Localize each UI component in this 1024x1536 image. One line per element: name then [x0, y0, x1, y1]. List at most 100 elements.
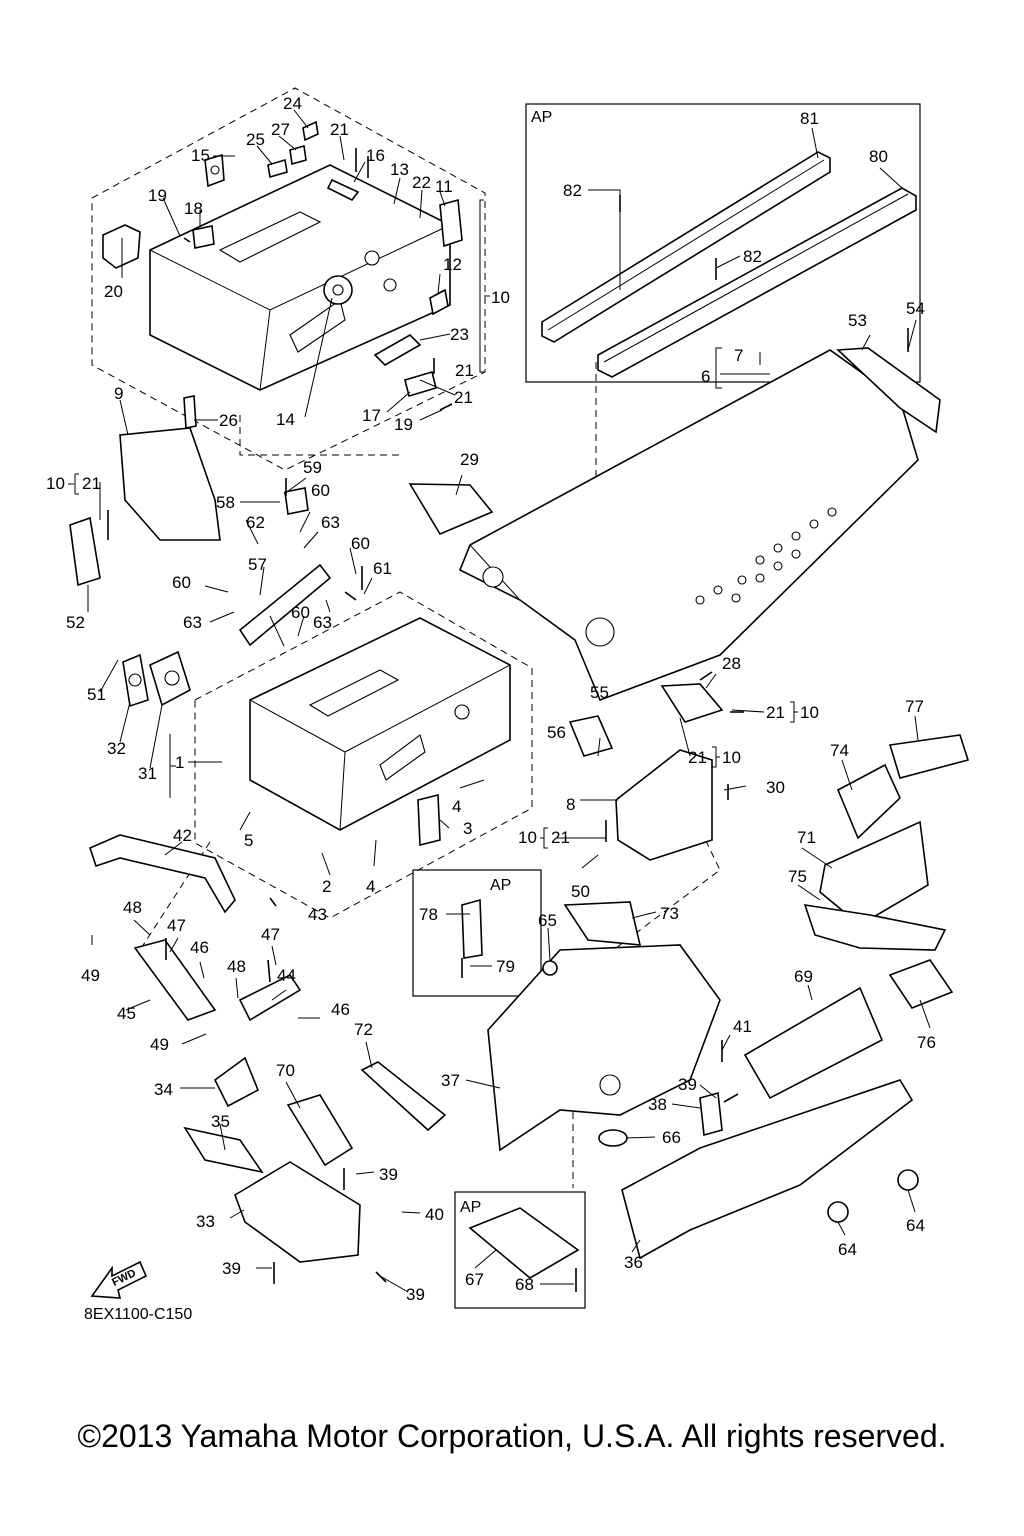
bracket-26 — [183, 395, 197, 429]
callout-65: 65 — [538, 911, 557, 930]
callout-26: 26 — [219, 411, 238, 430]
callout-24: 24 — [283, 94, 302, 113]
callout-29: 29 — [460, 450, 479, 469]
upper-frame-outline — [91, 87, 486, 471]
callout-9: 9 — [114, 384, 123, 403]
grommet-66 — [598, 1129, 628, 1147]
callout-48a: 48 — [123, 898, 142, 917]
clip-25 — [267, 158, 288, 179]
frame-to-tunnel-leader — [239, 415, 400, 456]
tunnel-6 — [458, 349, 919, 702]
callout-44: 44 — [277, 966, 296, 985]
callout-77: 77 — [905, 697, 924, 716]
callout-71: 71 — [797, 828, 816, 847]
callout-74: 74 — [830, 741, 849, 760]
callout-76: 76 — [917, 1033, 936, 1052]
callout-60b: 60 — [351, 534, 370, 553]
callout-21e: 21 — [766, 703, 785, 722]
callout-27: 27 — [271, 120, 290, 139]
callout-28: 28 — [722, 654, 741, 673]
plate-12 — [429, 288, 449, 316]
plate-9 — [119, 427, 221, 541]
callout-39c: 39 — [222, 1259, 241, 1278]
ap-box-skid — [454, 1191, 586, 1309]
callout-10e: 10 — [518, 828, 537, 847]
callout-46a: 46 — [190, 938, 209, 957]
callout-66: 66 — [662, 1128, 681, 1147]
hub-14 — [323, 275, 353, 305]
bumper-42 — [89, 834, 236, 914]
callout-22: 22 — [412, 173, 431, 192]
seal-32 — [122, 653, 149, 708]
callout-11: 11 — [435, 177, 453, 196]
callout-54: 54 — [906, 299, 925, 318]
callout-14: 14 — [276, 410, 295, 429]
callout-10c: 10 — [800, 703, 819, 722]
callout-47a: 47 — [167, 916, 186, 935]
ap-box-rails — [525, 103, 921, 383]
bracket-3 — [417, 793, 441, 847]
callout-5: 5 — [244, 831, 253, 850]
bracket-57 — [238, 563, 332, 647]
callout-13: 13 — [390, 160, 409, 179]
callout-3: 3 — [463, 819, 472, 838]
callout-63c: 63 — [313, 613, 332, 632]
callout-75: 75 — [788, 867, 807, 886]
callout-72: 72 — [354, 1020, 373, 1039]
ap-label-skid: AP — [460, 1199, 481, 1216]
forward-arrow-icon: FWD — [90, 1260, 148, 1299]
callout-labels: 1 2 3 4 4 5 6 7 8 9 10 10 10 10 10 11 12… — [46, 94, 936, 1304]
callout-62: 62 — [246, 513, 265, 532]
ap-box-bracket — [412, 869, 542, 997]
bracket-16 — [326, 178, 360, 202]
callout-49b: 49 — [150, 1035, 169, 1054]
grommet-64a — [827, 1201, 849, 1223]
callout-52: 52 — [66, 613, 85, 632]
callout-33: 33 — [196, 1212, 215, 1231]
drawing-code: 8EX1100-C150 — [84, 1306, 193, 1323]
callout-64b: 64 — [906, 1216, 925, 1235]
callout-78: 78 — [419, 905, 438, 924]
callout-63b: 63 — [183, 613, 202, 632]
callout-15: 15 — [191, 146, 210, 165]
slide-rail-81 — [541, 151, 831, 343]
bracket-45 — [133, 939, 217, 1021]
callout-21b: 21 — [454, 388, 473, 407]
callout-38: 38 — [648, 1095, 667, 1114]
callout-69: 69 — [794, 967, 813, 986]
bracket-44 — [238, 973, 302, 1022]
boot-31 — [149, 650, 191, 707]
cover-71 — [819, 820, 929, 926]
clip-27 — [289, 144, 307, 166]
callout-32: 32 — [107, 739, 126, 758]
callout-60a: 60 — [311, 481, 330, 500]
callout-19b: 19 — [394, 415, 413, 434]
bracket-29 — [408, 483, 494, 536]
callout-8: 8 — [566, 795, 575, 814]
callout-60c: 60 — [172, 573, 191, 592]
callout-18: 18 — [184, 199, 203, 218]
callout-2: 2 — [322, 877, 331, 896]
callout-42: 42 — [173, 826, 192, 845]
panel-69 — [743, 986, 884, 1100]
callout-23: 23 — [450, 325, 469, 344]
bracket-72 — [360, 1061, 447, 1132]
callout-21a: 21 — [330, 120, 349, 139]
bumper-leader — [139, 841, 211, 951]
grommet-64b — [897, 1169, 919, 1191]
callout-7: 7 — [734, 346, 743, 365]
bracket-78 — [461, 898, 483, 959]
copyright-notice: ©2013 Yamaha Motor Corporation, U.S.A. A… — [77, 1418, 947, 1454]
callout-57: 57 — [248, 555, 267, 574]
bracket-55 — [568, 715, 614, 757]
seal-76 — [888, 959, 954, 1009]
callout-53: 53 — [848, 311, 867, 330]
fasteners — [107, 148, 909, 1292]
callout-20: 20 — [104, 282, 123, 301]
bracket-34 — [213, 1056, 260, 1108]
callout-30: 30 — [766, 778, 785, 797]
callout-59: 59 — [303, 458, 322, 477]
callout-1: 1 — [175, 753, 184, 772]
callout-47b: 47 — [261, 925, 280, 944]
callout-21f: 21 — [688, 748, 707, 767]
